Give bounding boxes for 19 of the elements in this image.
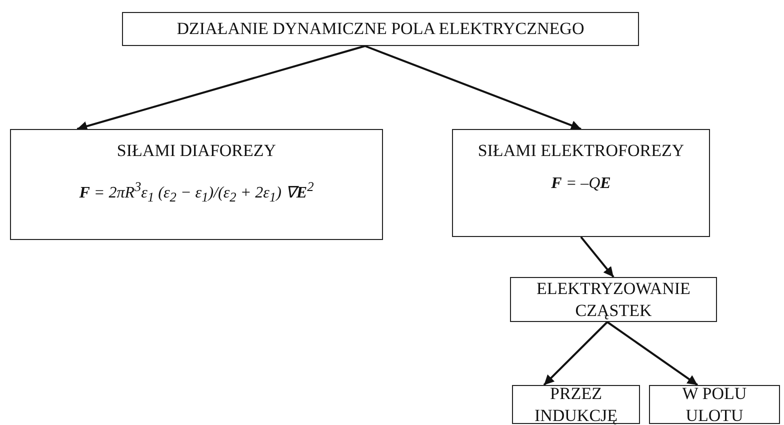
box-title: PRZEZ INDUKCJĘ [533, 383, 619, 425]
box-title: DZIAŁANIE DYNAMICZNE POLA ELEKTRYCZNEGO [176, 18, 584, 40]
arrow [543, 321, 608, 386]
formula: F = –QE [551, 175, 611, 194]
arrow [364, 45, 582, 130]
arrow [580, 236, 614, 278]
process-box [510, 277, 717, 322]
box-title: SIŁAMI ELEKTROFOREZY [478, 140, 684, 162]
process-box [512, 385, 640, 424]
arrow [76, 45, 366, 132]
box-title: ELEKTRYZOWANIE CZĄSTEK [536, 278, 692, 321]
box-title: W POLU ULOTU [681, 383, 748, 425]
process-box [649, 385, 780, 424]
formula: F = 2πR$^{3}$ε$_{1}$ (ε$_{2}$ − ε$_{1}$)/(ε$_{2}$ + 2ε$_{1}$) ∇E$^{2}$ [79, 179, 314, 206]
process-box [10, 129, 383, 240]
process-box [452, 129, 710, 237]
process-box [122, 12, 639, 46]
arrow [606, 321, 698, 386]
box-title: SIŁAMI DIAFOREZY [116, 140, 276, 162]
